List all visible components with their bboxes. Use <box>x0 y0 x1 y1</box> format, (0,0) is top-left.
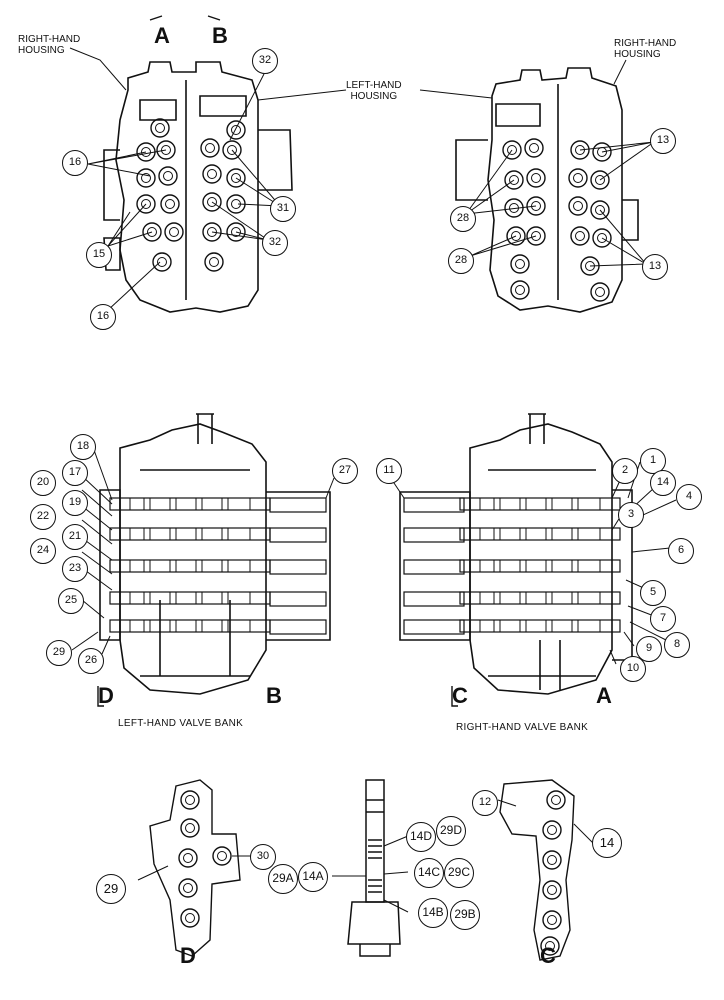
callout-13: 13 <box>650 128 676 154</box>
callout-28: 28 <box>448 248 474 274</box>
top-right-valve-ports <box>502 138 612 302</box>
callout-14-gasket: 14 <box>592 828 622 858</box>
callout-14c: 14C <box>414 858 444 888</box>
callout-25: 25 <box>58 588 84 614</box>
callout-28: 28 <box>450 206 476 232</box>
left-valve-bank-drawing <box>99 413 331 695</box>
right-valve-bank-drawing <box>399 413 633 695</box>
gasket-c-ports <box>540 790 566 956</box>
callout-27: 27 <box>332 458 358 484</box>
callout-15: 15 <box>86 242 112 268</box>
callout-8: 8 <box>664 632 690 658</box>
callout-14: 14 <box>650 470 676 496</box>
gasket-d-ports <box>178 790 232 928</box>
callout-9: 9 <box>636 636 662 662</box>
callout-32: 32 <box>262 230 288 256</box>
callout-29c: 29C <box>444 858 474 888</box>
top-right-valve-drawing <box>455 67 639 313</box>
callout-13: 13 <box>642 254 668 280</box>
view-letter-c-mid: C <box>452 683 468 708</box>
view-letter-c-bottom: C <box>540 943 556 968</box>
right-hand-housing-label-right: RIGHT-HAND HOUSING <box>614 38 677 60</box>
callout-6: 6 <box>668 538 694 564</box>
callout-3: 3 <box>618 502 644 528</box>
left-valve-bank-spools <box>109 497 271 633</box>
callout-30: 30 <box>250 844 276 870</box>
callout-19: 19 <box>62 490 88 516</box>
callout-23: 23 <box>62 556 88 582</box>
callout-18: 18 <box>70 434 96 460</box>
right-hand-housing-label: RIGHT-HAND HOUSING <box>18 34 81 56</box>
callout-16: 16 <box>90 304 116 330</box>
callout-16: 16 <box>62 150 88 176</box>
callout-1: 1 <box>640 448 666 474</box>
callout-14a: 14A <box>298 862 328 892</box>
spool-detail-drawing <box>347 779 401 957</box>
callout-14d: 14D <box>406 822 436 852</box>
callout-29: 29 <box>46 640 72 666</box>
left-hand-valve-bank-caption: LEFT-HAND VALVE BANK <box>118 718 244 729</box>
top-left-valve-ports <box>136 118 246 272</box>
view-letter-b-mid: B <box>266 683 282 708</box>
gasket-c-drawing <box>499 779 575 961</box>
right-hand-valve-bank-caption: RIGHT-HAND VALVE BANK <box>456 722 589 733</box>
view-letter-a-top: A <box>154 23 170 48</box>
callout-29b: 29B <box>450 900 480 930</box>
callout-10: 10 <box>620 656 646 682</box>
left-hand-housing-label: LEFT-HAND HOUSING <box>346 80 402 102</box>
callout-20: 20 <box>30 470 56 496</box>
right-valve-bank-spools <box>459 497 621 633</box>
callout-29a: 29A <box>268 864 298 894</box>
callout-14b: 14B <box>418 898 448 928</box>
callout-12: 12 <box>472 790 498 816</box>
right-valve-bank-actuators <box>403 497 465 635</box>
callout-4: 4 <box>676 484 702 510</box>
leader-lines <box>69 47 677 913</box>
gasket-d-drawing <box>149 779 241 957</box>
callout-2: 2 <box>612 458 638 484</box>
view-letter-d-bottom: D <box>180 943 196 968</box>
callout-7: 7 <box>650 606 676 632</box>
callout-31: 31 <box>270 196 296 222</box>
view-letter-d-mid: D <box>98 683 114 708</box>
left-valve-bank-actuators <box>269 497 327 635</box>
callout-32: 32 <box>252 48 278 74</box>
callout-22: 22 <box>30 504 56 530</box>
callout-5: 5 <box>640 580 666 606</box>
callout-29-gasket: 29 <box>96 874 126 904</box>
callout-17: 17 <box>62 460 88 486</box>
callout-26: 26 <box>78 648 104 674</box>
callout-24: 24 <box>30 538 56 564</box>
callout-29d: 29D <box>436 816 466 846</box>
callout-11: 11 <box>376 458 402 484</box>
view-letter-b-top: B <box>212 23 228 48</box>
callout-21: 21 <box>62 524 88 550</box>
view-bracket-marks <box>97 15 458 707</box>
view-letter-a-mid: A <box>596 683 612 708</box>
